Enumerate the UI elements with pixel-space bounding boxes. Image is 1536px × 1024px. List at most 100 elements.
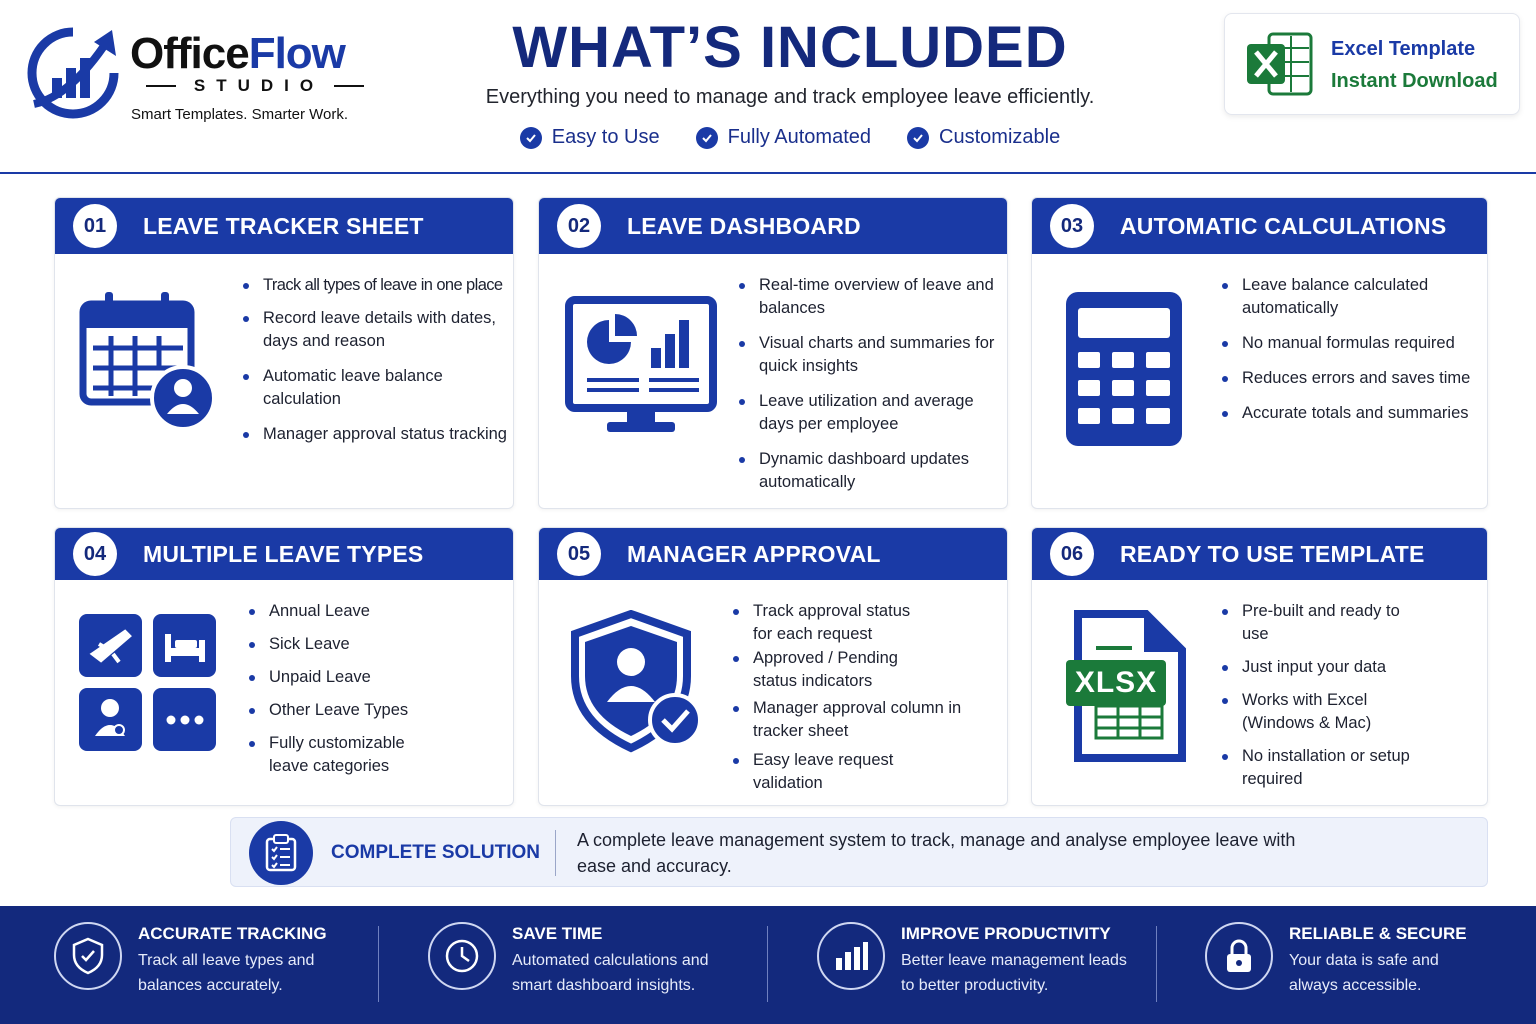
list-item: Unpaid Leave [247, 666, 507, 689]
list-item: Manager approval status tracking [241, 423, 509, 446]
officeflow-logo-icon [27, 27, 119, 119]
benefit-item: IMPROVE PRODUCTIVITY Better leave manage… [817, 906, 1147, 1024]
clipboard-check-icon [249, 821, 313, 885]
list-item: Works with Excel (Windows & Mac) [1220, 689, 1420, 735]
card-ready-to-use-template: 06 READY TO USE TEMPLATE XLSX Pre-built … [1031, 527, 1488, 806]
footer-divider [1156, 926, 1157, 1002]
feature-item: Easy to Use [519, 126, 660, 149]
list-item: Record leave details with dates, days an… [241, 307, 509, 353]
card-header: 06 READY TO USE TEMPLATE [1032, 528, 1487, 580]
benefit-title: SAVE TIME [512, 924, 603, 943]
feature-list: Easy to Use Fully Automated Customizable [420, 126, 1160, 149]
complete-solution-bar: COMPLETE SOLUTION A complete leave manag… [230, 817, 1488, 887]
card-leave-tracker-sheet: 01 LEAVE TRACKER SHEET Track all types o… [54, 197, 514, 509]
list-item: Sick Leave [247, 633, 507, 656]
list-item: Manager approval column in tracker sheet [731, 697, 993, 743]
page-title: WHAT’S INCLUDED [512, 15, 1068, 80]
card-header: 05 MANAGER APPROVAL [539, 528, 1007, 580]
list-item: Dynamic dashboard updates automatically [737, 448, 999, 494]
list-item: Fully customizable leave categories [247, 732, 437, 778]
card-header: 03 AUTOMATIC CALCULATIONS [1032, 198, 1487, 254]
card-title: MULTIPLE LEAVE TYPES [143, 540, 424, 567]
list-item: Automatic leave balance calculation [241, 365, 509, 411]
brand-tagline: Smart Templates. Smarter Work. [131, 106, 349, 123]
xlsx-file-icon: XLSX [1066, 610, 1188, 762]
bullet-list: Real-time overview of leave and balances… [737, 274, 999, 494]
feature-item: Fully Automated [695, 126, 872, 149]
card-title: LEAVE DASHBOARD [627, 212, 861, 239]
bar-chart-icon [817, 922, 885, 990]
benefit-text: Automated calculations and smart dashboa… [512, 952, 709, 994]
shield-user-check-icon [571, 610, 702, 753]
bullet-list: Pre-built and ready to use Just input yo… [1220, 600, 1480, 791]
check-circle-icon [519, 126, 542, 149]
list-item: Reduces errors and saves time [1220, 367, 1480, 390]
list-item: Pre-built and ready to use [1220, 600, 1420, 646]
bullet-list: Track approval status for each request A… [731, 600, 993, 795]
brand-name: OfficeFlow [130, 29, 346, 78]
brand-sub-line-left [146, 85, 176, 87]
list-item: No manual formulas required [1220, 332, 1480, 355]
card-header: 01 LEAVE TRACKER SHEET [55, 198, 513, 254]
solution-text: A complete leave management system to tr… [577, 830, 1296, 876]
check-circle-icon [695, 126, 718, 149]
benefit-item: RELIABLE & SECURE Your data is safe and … [1205, 906, 1525, 1024]
feature-item: Customizable [907, 126, 1060, 149]
benefits-footer: ACCURATE TRACKING Track all leave types … [0, 906, 1536, 1024]
lock-icon [1205, 922, 1273, 990]
card-number: 06 [1050, 532, 1094, 576]
card-number: 01 [73, 204, 117, 248]
footer-divider [378, 926, 379, 1002]
card-leave-dashboard: 02 LEAVE DASHBOARD Real-time overview of… [538, 197, 1008, 509]
card-number: 05 [557, 532, 601, 576]
card-title: AUTOMATIC CALCULATIONS [1120, 212, 1447, 239]
feature-label: Fully Automated [727, 126, 872, 148]
card-header: 02 LEAVE DASHBOARD [539, 198, 1007, 254]
brand-sub-text: STUDIO [193, 76, 325, 95]
benefit-text: Track all leave types and balances accur… [138, 952, 315, 994]
benefit-text: Better leave management leads to better … [901, 952, 1127, 994]
brand-sub: STUDIO [146, 76, 365, 96]
benefit-item: SAVE TIME Automated calculations and sma… [428, 906, 758, 1024]
list-item: Visual charts and summaries for quick in… [737, 332, 999, 378]
list-item: Real-time overview of leave and balances [737, 274, 999, 320]
calculator-icon [1066, 292, 1182, 446]
solution-label: COMPLETE SOLUTION [331, 842, 540, 863]
leave-types-icon [79, 614, 216, 751]
card-header: 04 MULTIPLE LEAVE TYPES [55, 528, 513, 580]
feature-label: Easy to Use [551, 126, 660, 148]
benefit-title: RELIABLE & SECURE [1289, 924, 1467, 943]
list-item: Other Leave Types [247, 699, 507, 722]
excel-icon [1247, 32, 1313, 96]
benefit-title: IMPROVE PRODUCTIVITY [901, 924, 1111, 943]
badge-line1: Excel Template [1331, 38, 1476, 60]
list-item: Easy leave request validation [731, 749, 931, 795]
benefit-text: Your data is safe and always accessible. [1289, 952, 1439, 994]
card-number: 02 [557, 204, 601, 248]
list-item: Annual Leave [247, 600, 507, 623]
clock-icon [428, 922, 496, 990]
benefit-item: ACCURATE TRACKING Track all leave types … [54, 906, 374, 1024]
list-item: Just input your data [1220, 656, 1480, 679]
list-item: Leave utilization and average days per e… [737, 390, 999, 436]
brand-name-part2: Flow [248, 29, 346, 78]
card-title: READY TO USE TEMPLATE [1120, 540, 1425, 567]
excel-template-badge: Excel Template Instant Download [1224, 13, 1520, 115]
xlsx-label: XLSX [1066, 660, 1166, 706]
list-item: Leave balance calculated automatically [1220, 274, 1480, 320]
page-subtitle: Everything you need to manage and track … [485, 86, 1095, 108]
calendar-user-icon [79, 292, 216, 430]
list-item: Track approval status for each request [731, 600, 931, 646]
card-multiple-leave-types: 04 MULTIPLE LEAVE TYPES Annual Leave Sic… [54, 527, 514, 806]
list-item: No installation or setup required [1220, 745, 1420, 791]
card-title: MANAGER APPROVAL [627, 540, 881, 567]
brand-sub-line-right [334, 85, 365, 87]
monitor-chart-icon [565, 296, 717, 432]
solution-divider [555, 830, 556, 876]
brand-name-part1: Office [130, 29, 250, 78]
card-automatic-calculations: 03 AUTOMATIC CALCULATIONS Leave balance … [1031, 197, 1488, 509]
bullet-list: Annual Leave Sick Leave Unpaid Leave Oth… [247, 600, 507, 778]
card-number: 03 [1050, 204, 1094, 248]
header-divider [0, 172, 1536, 174]
bullet-list: Track all types of leave in one place Re… [241, 274, 509, 446]
